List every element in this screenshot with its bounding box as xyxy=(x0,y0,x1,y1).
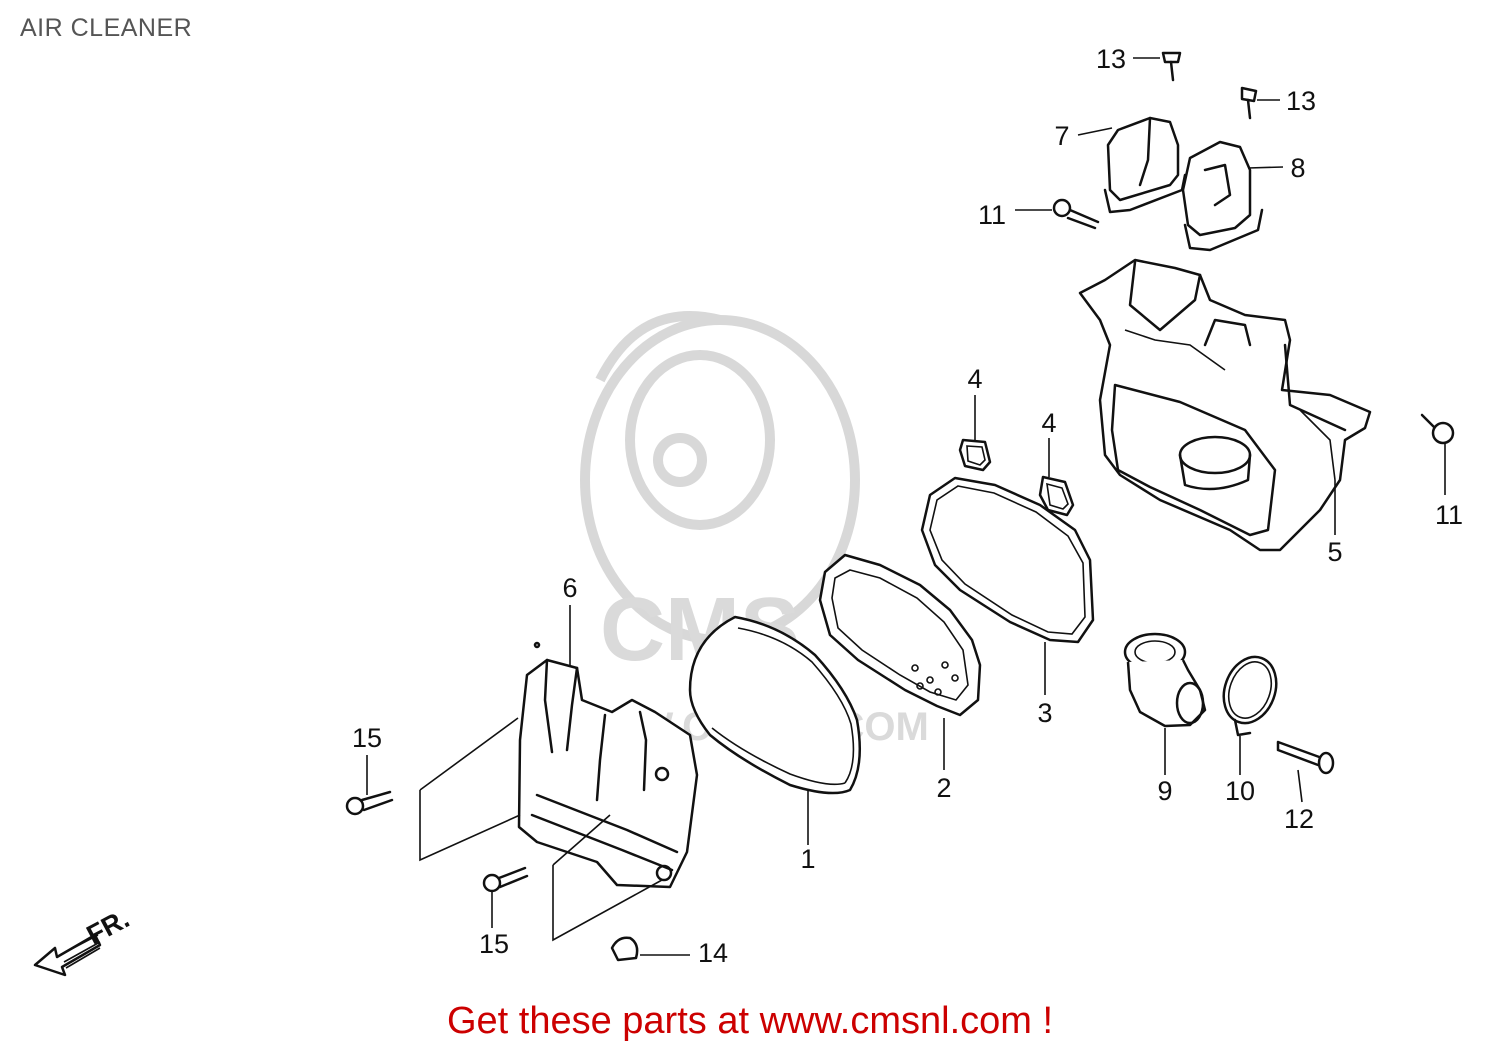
part-9-tube xyxy=(1123,632,1207,728)
callout-2: 2 xyxy=(936,773,951,803)
callout-11-right: 11 xyxy=(1435,500,1463,530)
part-8-cap xyxy=(1181,140,1264,252)
callout-8: 8 xyxy=(1290,153,1305,183)
callout-13-top: 13 xyxy=(1096,44,1126,74)
front-direction-arrow: FR. xyxy=(33,903,134,977)
part-11-screw-right xyxy=(1420,413,1455,445)
callout-12: 12 xyxy=(1284,804,1314,834)
part-6-front-cover xyxy=(517,641,699,889)
callout-15-bottom: 15 xyxy=(479,929,509,959)
callout-4-left: 4 xyxy=(967,364,982,394)
part-4-gasket-left xyxy=(958,438,992,472)
callout-15-left: 15 xyxy=(352,723,382,753)
callout-5: 5 xyxy=(1327,537,1342,567)
callouts: 1 2 3 4 4 5 6 7 8 9 10 11 11 12 13 13 14… xyxy=(352,44,1463,968)
part-5-housing xyxy=(1078,258,1372,552)
part-12-bolt xyxy=(1276,740,1335,775)
leader-lines xyxy=(366,57,1446,956)
part-10-band xyxy=(1222,655,1278,737)
part-14-clip xyxy=(610,936,639,962)
callout-6: 6 xyxy=(562,573,577,603)
part-1-filter-element xyxy=(688,615,862,795)
part-11-screw-top xyxy=(1052,198,1100,230)
callout-14: 14 xyxy=(698,938,728,968)
part-15-screw-bottom xyxy=(482,866,529,893)
callout-10: 10 xyxy=(1225,776,1255,806)
callout-13-right: 13 xyxy=(1286,86,1316,116)
part-7-cap xyxy=(1103,116,1187,214)
part-13-screw-top xyxy=(1161,51,1182,82)
part-4-gasket-right xyxy=(1038,475,1075,517)
footer-cta-link[interactable]: Get these parts at www.cmsnl.com ! xyxy=(446,1000,1054,1042)
part-3-seal xyxy=(920,476,1095,644)
callout-4-right: 4 xyxy=(1041,408,1056,438)
callout-9: 9 xyxy=(1157,776,1172,806)
callout-1: 1 xyxy=(800,844,815,874)
callout-7: 7 xyxy=(1054,121,1069,151)
callout-3: 3 xyxy=(1037,698,1052,728)
part-13-screw-right xyxy=(1240,86,1258,120)
part-2-frame xyxy=(818,553,982,717)
callout-11-top: 11 xyxy=(978,200,1006,230)
part-15-screw-left xyxy=(345,790,394,816)
diagram-title: AIR CLEANER xyxy=(20,14,193,42)
